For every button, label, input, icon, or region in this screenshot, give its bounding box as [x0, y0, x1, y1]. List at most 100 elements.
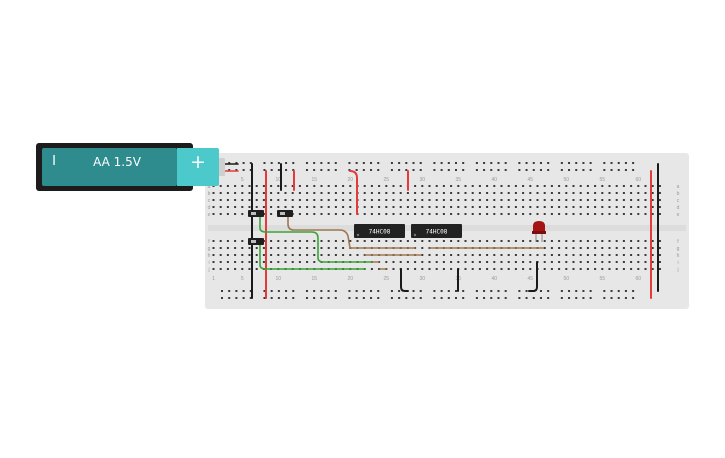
terminal-hole[interactable] [313, 213, 316, 215]
terminal-hole[interactable] [255, 199, 258, 201]
rail-hole[interactable] [228, 162, 231, 164]
rail-hole[interactable] [582, 169, 585, 171]
terminal-hole[interactable] [536, 206, 539, 208]
terminal-hole[interactable] [586, 192, 589, 194]
rail-hole[interactable] [632, 169, 635, 171]
terminal-hole[interactable] [399, 192, 402, 194]
rail-hole[interactable] [412, 162, 415, 164]
terminal-hole[interactable] [601, 192, 604, 194]
terminal-hole[interactable] [594, 185, 597, 187]
terminal-hole[interactable] [421, 199, 424, 201]
terminal-hole[interactable] [284, 199, 287, 201]
rail-hole[interactable] [249, 290, 252, 292]
rail-hole[interactable] [497, 290, 500, 292]
terminal-hole[interactable] [248, 254, 251, 256]
terminal-hole[interactable] [651, 213, 654, 215]
terminal-hole[interactable] [565, 268, 568, 270]
rail-hole[interactable] [313, 290, 316, 292]
terminal-hole[interactable] [234, 213, 237, 215]
rail-hole[interactable] [532, 297, 535, 299]
terminal-hole[interactable] [406, 199, 409, 201]
terminal-hole[interactable] [565, 185, 568, 187]
terminal-hole[interactable] [212, 199, 215, 201]
rail-hole[interactable] [292, 162, 295, 164]
terminal-hole[interactable] [630, 247, 633, 249]
terminal-hole[interactable] [651, 185, 654, 187]
terminal-hole[interactable] [572, 213, 575, 215]
rail-hole[interactable] [362, 290, 365, 292]
terminal-hole[interactable] [579, 254, 582, 256]
terminal-hole[interactable] [644, 206, 647, 208]
terminal-hole[interactable] [342, 206, 345, 208]
rail-hole[interactable] [518, 297, 521, 299]
terminal-hole[interactable] [471, 185, 474, 187]
terminal-hole[interactable] [464, 213, 467, 215]
rail-hole[interactable] [398, 297, 401, 299]
rail-hole[interactable] [242, 169, 245, 171]
rail-hole[interactable] [455, 162, 457, 164]
terminal-hole[interactable] [514, 199, 517, 201]
terminal-hole[interactable] [327, 206, 330, 208]
terminal-hole[interactable] [601, 247, 604, 249]
terminal-hole[interactable] [442, 199, 445, 201]
rail-hole[interactable] [589, 290, 592, 292]
rail-hole[interactable] [228, 169, 231, 171]
terminal-hole[interactable] [514, 261, 517, 263]
rail-hole[interactable] [582, 297, 585, 299]
terminal-hole[interactable] [543, 247, 546, 249]
rail-hole[interactable] [235, 297, 238, 299]
terminal-hole[interactable] [406, 213, 409, 215]
terminal-hole[interactable] [262, 185, 265, 187]
terminal-hole[interactable] [486, 240, 489, 242]
rail-hole[interactable] [624, 290, 627, 292]
terminal-hole[interactable] [558, 240, 561, 242]
terminal-hole[interactable] [291, 199, 294, 201]
terminal-hole[interactable] [219, 268, 222, 270]
rail-hole[interactable] [568, 297, 571, 299]
terminal-hole[interactable] [601, 240, 604, 242]
terminal-hole[interactable] [435, 213, 438, 215]
rail-hole[interactable] [398, 162, 401, 164]
terminal-hole[interactable] [637, 261, 640, 263]
terminal-hole[interactable] [270, 192, 273, 194]
terminal-hole[interactable] [342, 213, 345, 215]
rail-hole[interactable] [249, 297, 252, 299]
terminal-hole[interactable] [543, 185, 546, 187]
rail-hole[interactable] [497, 297, 500, 299]
rail-hole[interactable] [475, 297, 478, 299]
terminal-hole[interactable] [450, 240, 453, 242]
terminal-hole[interactable] [658, 240, 661, 242]
terminal-hole[interactable] [442, 213, 445, 215]
terminal-hole[interactable] [486, 254, 489, 256]
terminal-hole[interactable] [219, 206, 222, 208]
rail-hole[interactable] [575, 162, 578, 164]
rail-hole[interactable] [419, 169, 422, 171]
rail-hole[interactable] [327, 162, 330, 164]
rail-hole[interactable] [348, 297, 351, 299]
terminal-hole[interactable] [306, 206, 309, 208]
terminal-hole[interactable] [558, 213, 561, 215]
terminal-hole[interactable] [234, 247, 237, 249]
terminal-hole[interactable] [543, 192, 546, 194]
slide-switch-knob[interactable] [251, 240, 256, 243]
slide-switch-knob[interactable] [251, 212, 256, 215]
terminal-hole[interactable] [226, 254, 229, 256]
terminal-hole[interactable] [234, 199, 237, 201]
terminal-hole[interactable] [586, 213, 589, 215]
terminal-hole[interactable] [442, 254, 445, 256]
terminal-hole[interactable] [414, 199, 417, 201]
rail-hole[interactable] [632, 297, 635, 299]
terminal-hole[interactable] [594, 213, 597, 215]
terminal-hole[interactable] [522, 206, 525, 208]
rail-hole[interactable] [483, 297, 486, 299]
rail-hole[interactable] [270, 169, 273, 171]
terminal-hole[interactable] [522, 261, 525, 263]
terminal-hole[interactable] [241, 185, 244, 187]
rail-hole[interactable] [334, 297, 337, 299]
terminal-hole[interactable] [586, 254, 589, 256]
terminal-hole[interactable] [327, 199, 330, 201]
terminal-hole[interactable] [234, 192, 237, 194]
terminal-hole[interactable] [262, 199, 265, 201]
terminal-hole[interactable] [478, 199, 481, 201]
